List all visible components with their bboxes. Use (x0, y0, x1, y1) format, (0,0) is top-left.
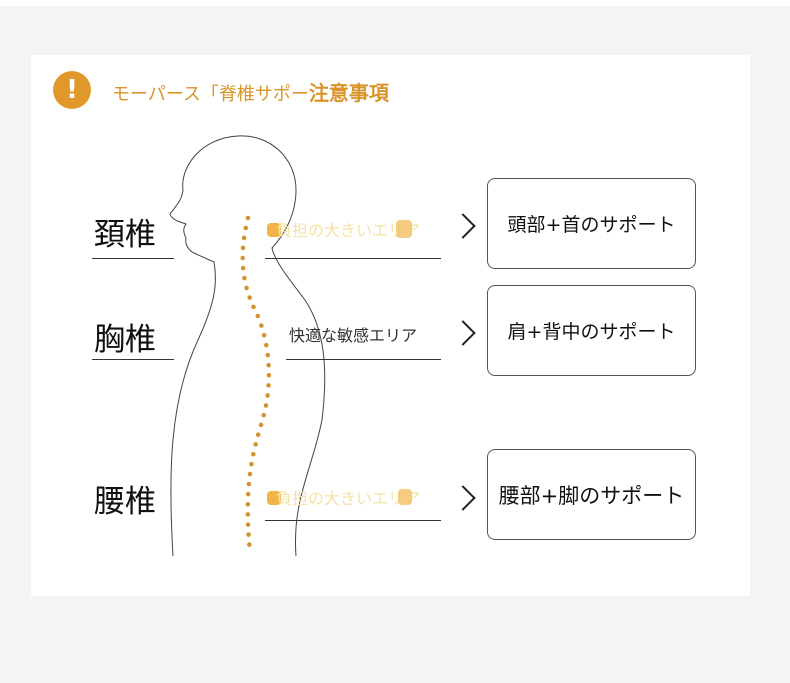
notice-title-prefix: モーパース「脊椎サポー (112, 84, 309, 105)
hot-zone-marker (396, 220, 412, 238)
body-outline (169, 135, 326, 557)
spine-line (240, 215, 272, 555)
top-strip (0, 0, 790, 6)
hot-zone-marker (267, 223, 281, 237)
notice-title-emph: 注意事項 (308, 81, 389, 105)
exclamation-icon: ! (53, 71, 91, 109)
support-box-waist-legs: 腰部+脚のサポート (487, 449, 696, 540)
support-box-shoulder-back: 肩+背中のサポート (487, 285, 696, 376)
label-cervical: 頚椎 (94, 217, 156, 253)
zone-underline (265, 520, 441, 521)
notice-title: モーパース「脊椎サポー注意事項 (112, 80, 389, 106)
zone-text-thoracic: 快適な敏感エリア (289, 326, 418, 345)
label-thoracic: 胸椎 (94, 322, 156, 358)
hot-zone-marker (267, 491, 281, 505)
zone-underline (286, 359, 441, 360)
zone-text-cervical: 負担の大きいエリア (276, 221, 421, 240)
label-underline (92, 359, 174, 360)
label-lumbar: 腰椎 (94, 484, 156, 520)
zone-text-lumbar: 負担の大きいエリア (276, 489, 421, 508)
label-underline (92, 258, 174, 259)
support-box-head-neck: 頭部+首のサポート (487, 178, 696, 269)
zone-underline (265, 258, 441, 259)
hot-zone-marker (398, 489, 412, 505)
